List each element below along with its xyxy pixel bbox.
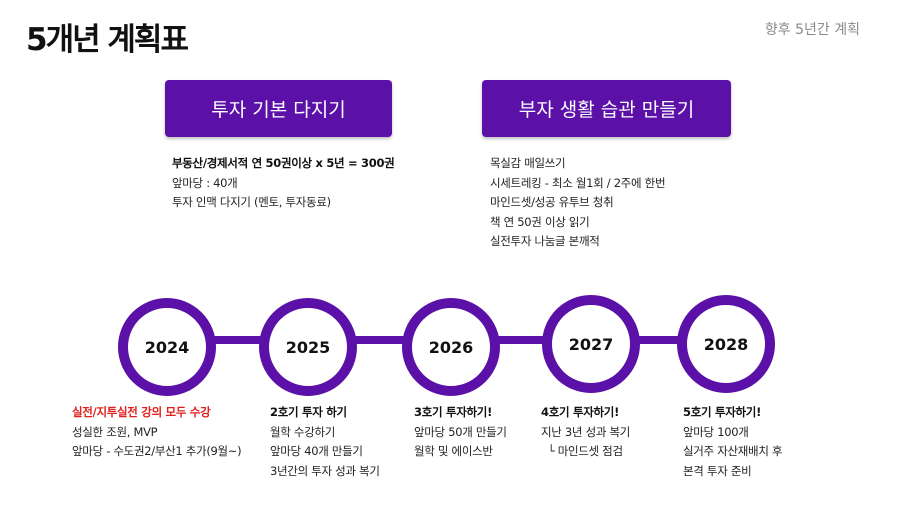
list-item: 앞마당 - 수도권2/부산1 추가(9월~) bbox=[72, 444, 242, 458]
plan-2028: 5호기 투자하기! 앞마당 100개 실거주 자산재배치 후 본격 투자 준비 bbox=[683, 403, 783, 481]
list-item: 월학 및 에이스반 bbox=[414, 444, 493, 458]
list-item: 부동산/경제서적 연 50권이상 x 5년 = 300권 bbox=[172, 156, 395, 170]
plan-heading: 5호기 투자하기! bbox=[683, 405, 762, 419]
plan-2024: 실전/지투실전 강의 모두 수강 성실한 조원, MVP 앞마당 - 수도권2/… bbox=[72, 403, 242, 462]
plan-heading: 실전/지투실전 강의 모두 수강 bbox=[72, 405, 211, 419]
list-item: 책 연 50권 이상 읽기 bbox=[490, 214, 590, 229]
goal-habits-banner: 부자 생활 습관 만들기 bbox=[482, 80, 731, 137]
list-item: 앞마당 : 40개 bbox=[172, 175, 238, 190]
list-item: 마인드셋/성공 유투브 청취 bbox=[490, 195, 614, 209]
list-item: 시세트레킹 - 최소 월1회 / 2주에 한번 bbox=[490, 175, 666, 190]
year-node-2026: 2026 bbox=[402, 298, 500, 396]
plan-2026: 3호기 투자하기! 앞마당 50개 만들기 월학 및 에이스반 bbox=[414, 403, 507, 462]
goal-habits-list: 목실감 매일쓰기 시세트레킹 - 최소 월1회 / 2주에 한번 마인드셋/성공… bbox=[490, 154, 666, 252]
list-item: 실거주 자산재배치 후 bbox=[683, 444, 783, 458]
goal-basics-banner: 투자 기본 다지기 bbox=[165, 80, 392, 137]
plan-2027: 4호기 투자하기! 지난 3년 성과 복기 └ 마인드셋 점검 bbox=[541, 403, 630, 462]
list-item: 월학 수강하기 bbox=[270, 424, 336, 439]
plan-heading: 4호기 투자하기! bbox=[541, 405, 620, 419]
page-subtitle: 향후 5년간 계획 bbox=[764, 22, 860, 38]
year-node-2025: 2025 bbox=[259, 298, 357, 396]
plan-2025: 2호기 투자 하기 월학 수강하기 앞마당 40개 만들기 3년간의 투자 성과… bbox=[270, 403, 380, 481]
goal-basics-list: 부동산/경제서적 연 50권이상 x 5년 = 300권 앞마당 : 40개 투… bbox=[172, 154, 395, 213]
list-item: 앞마당 50개 만들기 bbox=[414, 424, 507, 439]
list-item: 본격 투자 준비 bbox=[683, 463, 752, 478]
page-title: 5개년 계획표 bbox=[26, 22, 189, 58]
list-item: └ 마인드셋 점검 bbox=[541, 444, 623, 458]
year-node-2028: 2028 bbox=[677, 295, 775, 393]
list-item: 성실한 조원, MVP bbox=[72, 424, 158, 439]
list-item: 실전투자 나눔글 본깨적 bbox=[490, 234, 600, 248]
year-node-2024: 2024 bbox=[118, 298, 216, 396]
list-item: 앞마당 40개 만들기 bbox=[270, 444, 363, 458]
list-item: 투자 인맥 다지기 (멘토, 투자동료) bbox=[172, 195, 331, 209]
list-item: 3년간의 투자 성과 복기 bbox=[270, 463, 380, 478]
plan-heading: 2호기 투자 하기 bbox=[270, 405, 347, 419]
year-node-2027: 2027 bbox=[542, 295, 640, 393]
plan-heading: 3호기 투자하기! bbox=[414, 405, 493, 419]
list-item: 목실감 매일쓰기 bbox=[490, 156, 566, 170]
list-item: 지난 3년 성과 복기 bbox=[541, 424, 631, 439]
list-item: 앞마당 100개 bbox=[683, 424, 749, 439]
